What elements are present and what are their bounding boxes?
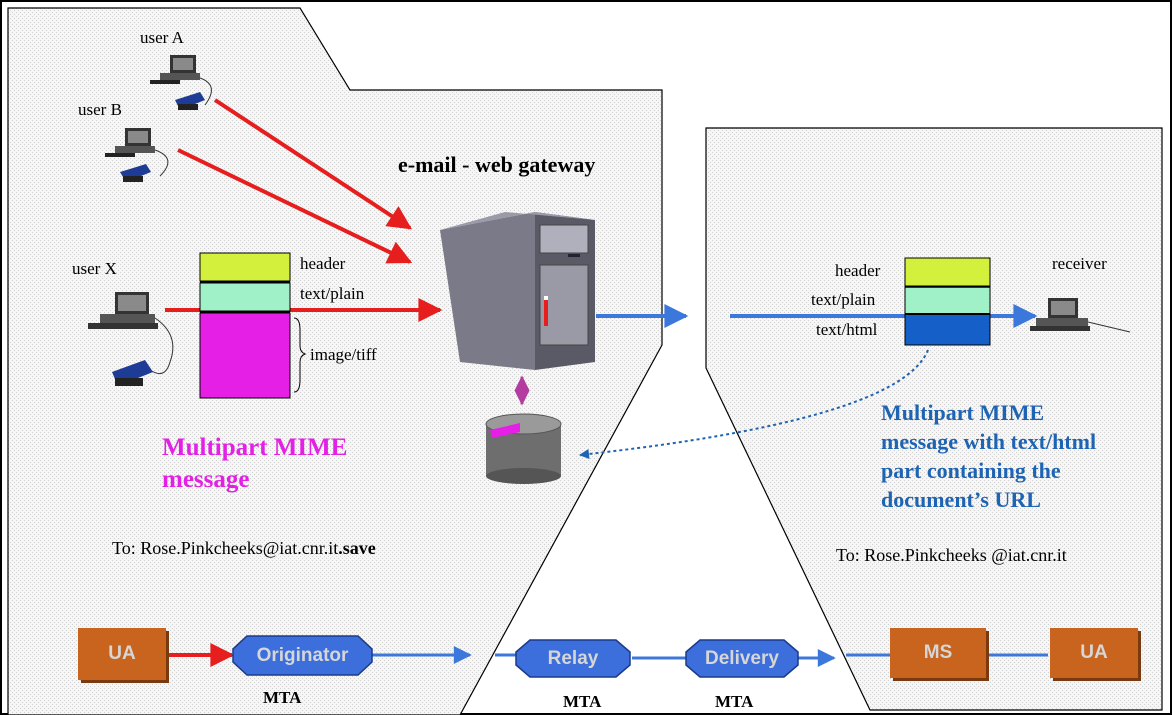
left-text-plain-part (199, 282, 291, 312)
right-mime-caption: Multipart MIME message with text/html pa… (881, 400, 1097, 512)
user-b-label: user B (78, 100, 122, 119)
originator-shape (232, 635, 373, 676)
user-x-label: user X (72, 259, 117, 278)
right-recipient: To: Rose.Pinkcheeks @iat.cnr.it (836, 545, 1067, 565)
ua-left-box: UA (78, 628, 166, 680)
receiver-computer-icon (1030, 298, 1131, 333)
relay-box: Relay (547, 647, 599, 669)
sender-zone (7, 7, 663, 715)
left-header-label: header (300, 254, 346, 273)
user-a-computer-icon (150, 55, 212, 110)
mta-relay-label: MTA (563, 692, 602, 711)
storage-disk-icon (485, 413, 562, 484)
mta-delivery-label: MTA (715, 692, 754, 711)
left-header-part (199, 252, 291, 282)
user-a-label: user A (140, 28, 184, 47)
left-mime-caption: Multipart MIME message (162, 434, 348, 493)
gateway-server-icon (440, 212, 595, 370)
user-x-computer-icon (88, 292, 174, 386)
user-a-arrow (213, 98, 413, 230)
left-recipient: To: Rose.Pinkcheeks@iat.cnr.it.save (112, 538, 376, 558)
right-text-html-part (904, 313, 991, 346)
mta-originator-label: MTA (263, 688, 302, 707)
user-b-arrow (177, 148, 413, 264)
left-image-tiff-part (199, 312, 291, 399)
ms-box: MS (890, 628, 986, 678)
url-return-arrow (579, 349, 929, 459)
right-header-label: header (835, 261, 881, 280)
image-tiff-brace (293, 317, 307, 393)
receiver-zone (705, 127, 1163, 711)
originator-box: Originator (256, 644, 349, 666)
user-b-computer-icon (105, 128, 169, 182)
right-text-html-label: text/html (816, 320, 878, 339)
ua-right-box: UA (1050, 628, 1138, 678)
right-header-part (904, 257, 991, 287)
delivery-box: Delivery (705, 647, 779, 669)
gateway-title: e-mail - web gateway (398, 152, 596, 177)
left-text-plain-label: text/plain (300, 284, 365, 303)
right-text-plain-label: text/plain (811, 290, 876, 309)
left-image-tiff-label: image/tiff (310, 345, 377, 364)
receiver-label: receiver (1052, 254, 1107, 273)
relay-shape (515, 639, 631, 678)
right-text-plain-part (904, 285, 991, 315)
delivery-shape (685, 639, 799, 678)
